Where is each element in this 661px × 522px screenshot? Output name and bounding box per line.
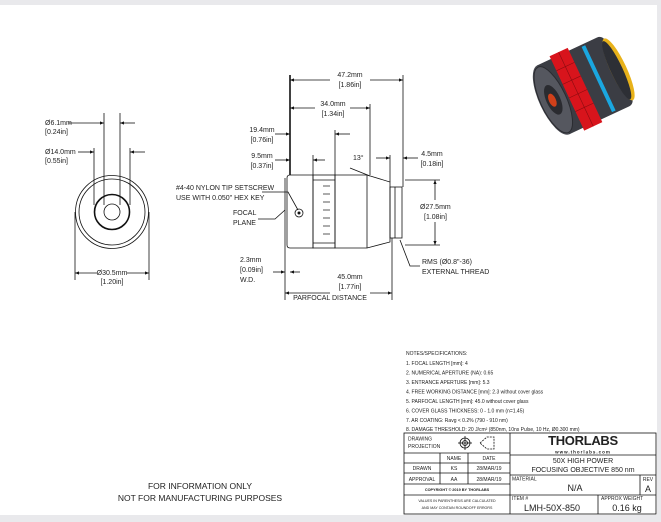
front-view: Ø6.1mm [0.24in] Ø14.0mm [0.55in] Ø30.5mm… bbox=[45, 113, 150, 286]
weight-label: APPROX WEIGHT bbox=[601, 496, 643, 502]
drawn-label: DRAWN bbox=[413, 466, 432, 472]
material-label: MATERIAL bbox=[512, 477, 537, 483]
approval-label: APPROVAL bbox=[409, 477, 436, 483]
dim-diameter: Ø27.5mm bbox=[420, 204, 451, 211]
dim-parfocal-in: [1.77in] bbox=[339, 284, 362, 291]
note-item: 8. DAMAGE THRESHOLD: 20 J/cm² (850nm, 10… bbox=[406, 427, 580, 433]
note-item: 3. ENTRANCE APERTURE [mm]: 5.3 bbox=[406, 380, 490, 386]
projection-label-2: PROJECTION bbox=[408, 444, 441, 450]
dim-diameter-in: [1.08in] bbox=[424, 214, 447, 221]
approval-name: AA bbox=[451, 477, 458, 483]
dim-14-in: [0.55in] bbox=[45, 158, 68, 165]
setscrew-note-2: USE WITH 0.050" HEX KEY bbox=[176, 195, 265, 202]
note-item: 2. NUMERICAL APERTURE (NA): 0.65 bbox=[406, 371, 493, 377]
weight-value: 0.16 kg bbox=[612, 503, 642, 513]
title-line-1: 50X HIGH POWER bbox=[553, 458, 613, 465]
dim-6-1: Ø6.1mm bbox=[45, 120, 72, 127]
dim-wd: 2.3mm bbox=[240, 257, 262, 264]
rev-value: A bbox=[645, 484, 651, 494]
values-note-2: AND MAY CONTAIN ROUNDOFF ERRORS bbox=[422, 506, 493, 510]
side-view: 47.2mm [1.86in] 34.0mm [1.34in] 19.4mm [… bbox=[176, 72, 489, 302]
dim-30-5: Ø30.5mm bbox=[97, 270, 128, 277]
dim-parfocal: 45.0mm bbox=[337, 274, 362, 281]
dim-angle: 13° bbox=[353, 154, 364, 162]
title-line-2: FOCUSING OBJECTIVE 850 nm bbox=[531, 467, 634, 474]
values-note: VALUES IN PARENTHESIS ARE CALCULATED bbox=[418, 499, 496, 503]
item-label: ITEM # bbox=[512, 496, 528, 502]
note-item: 7. AR COATING: Ravg < 0.2% (790 - 910 nm… bbox=[406, 418, 508, 424]
date-header: DATE bbox=[483, 456, 497, 462]
dim-thread-length: 4.5mm bbox=[421, 151, 443, 158]
thorlabs-logo: THORLABS bbox=[548, 433, 618, 448]
dim-cap-in: [0.37in] bbox=[251, 163, 274, 170]
disclaimer-line-2: NOT FOR MANUFACTURING PURPOSES bbox=[118, 493, 283, 503]
dim-body-in: [1.34in] bbox=[322, 111, 345, 118]
copyright: COPYRIGHT © 2019 BY THORLABS bbox=[425, 488, 490, 492]
objective-render-image bbox=[532, 36, 635, 135]
dim-14: Ø14.0mm bbox=[45, 149, 76, 156]
parfocal-label: PARFOCAL DISTANCE bbox=[293, 295, 367, 302]
rev-label: REV bbox=[643, 477, 654, 483]
focal-plane-label-2: PLANE bbox=[233, 220, 256, 227]
projection-label: DRAWING bbox=[408, 437, 432, 443]
note-item: 6. COVER GLASS THICKNESS: 0 - 1.0 mm (n=… bbox=[406, 409, 524, 415]
setscrew-note: #4-40 NYLON TIP SETSCREW bbox=[176, 185, 275, 192]
thread-note: RMS (Ø0.8"-36) bbox=[422, 259, 472, 266]
approval-date: 28/MAR/19 bbox=[476, 477, 501, 483]
dim-wd-in: [0.09in] bbox=[240, 267, 263, 274]
third-angle-projection-icon bbox=[458, 436, 495, 450]
disclaimer-line-1: FOR INFORMATION ONLY bbox=[148, 481, 252, 491]
dim-30-5-in: [1.20in] bbox=[101, 279, 124, 286]
thread-note-2: EXTERNAL THREAD bbox=[422, 269, 489, 276]
dim-thread-length-in: [0.18in] bbox=[421, 161, 444, 168]
drawn-date: 28/MAR/19 bbox=[476, 466, 501, 472]
dim-6-1-in: [0.24in] bbox=[45, 129, 68, 136]
notes-specifications: NOTES/SPECIFICATIONS: 1. FOCAL LENGTH [m… bbox=[406, 351, 580, 433]
note-item: 5. PARFOCAL LENGTH [mm]: 45.0 without co… bbox=[406, 399, 529, 405]
name-header: NAME bbox=[447, 456, 462, 462]
note-item: 4. FREE WORKING DISTANCE [mm]: 2.3 witho… bbox=[406, 390, 544, 396]
drawn-name: KS bbox=[451, 466, 458, 472]
dim-ring: 19.4mm bbox=[249, 127, 274, 134]
wd-label: W.D. bbox=[240, 277, 255, 284]
material-value: N/A bbox=[567, 483, 582, 493]
technical-drawing: Ø6.1mm [0.24in] Ø14.0mm [0.55in] Ø30.5mm… bbox=[45, 36, 657, 515]
dim-body: 34.0mm bbox=[320, 101, 345, 108]
drawing-sheet: Ø6.1mm [0.24in] Ø14.0mm [0.55in] Ø30.5mm… bbox=[0, 5, 657, 515]
dim-overall-in: [1.86in] bbox=[339, 82, 362, 89]
website: www.thorlabs.com bbox=[554, 450, 611, 455]
dim-cap: 9.5mm bbox=[251, 153, 273, 160]
item-number: LMH-50X-850 bbox=[524, 503, 580, 513]
notes-title: NOTES/SPECIFICATIONS: bbox=[406, 351, 467, 357]
title-block: DRAWING PROJECTION NAME DATE DRAWN KS 28… bbox=[403, 432, 657, 515]
dim-ring-in: [0.76in] bbox=[251, 137, 274, 144]
note-item: 1. FOCAL LENGTH [mm]: 4 bbox=[406, 361, 468, 367]
focal-plane-label: FOCAL bbox=[233, 210, 256, 217]
dim-overall: 47.2mm bbox=[337, 72, 362, 79]
